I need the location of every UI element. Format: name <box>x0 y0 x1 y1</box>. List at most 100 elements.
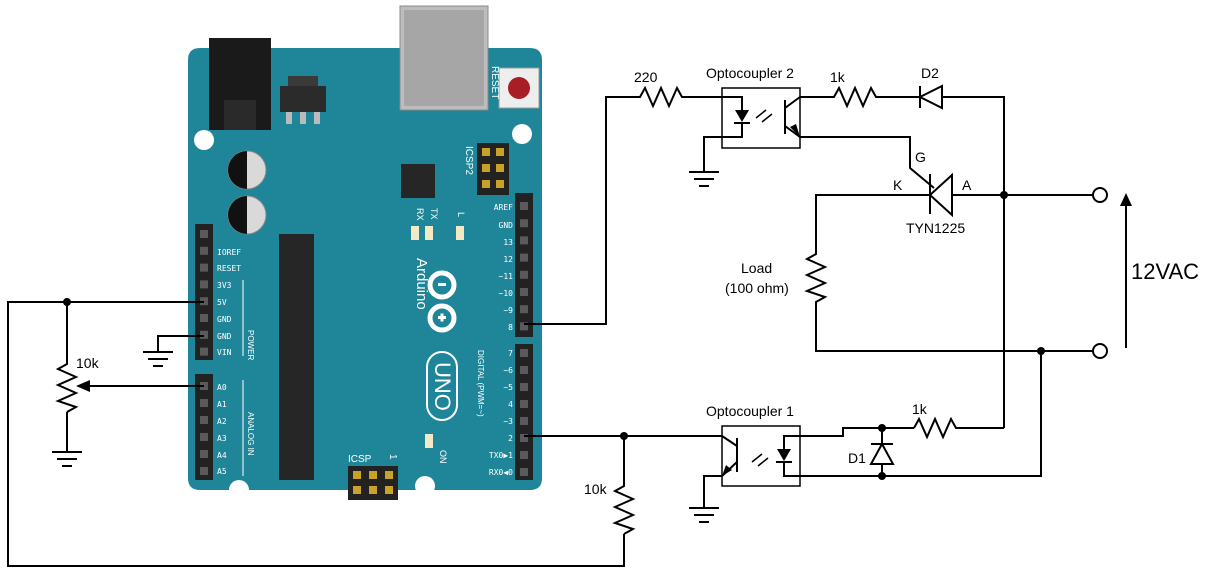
header-pin <box>520 451 528 459</box>
optocoupler-1 <box>721 425 801 487</box>
analog-group-label: ANALOG IN <box>246 412 255 456</box>
digital-header-bottom <box>515 344 533 480</box>
header-pin <box>200 263 208 272</box>
optocoupler-2 <box>721 87 801 149</box>
header-pin <box>520 434 528 442</box>
terminal-bottom <box>1092 343 1108 359</box>
header-pin <box>200 280 208 289</box>
pin-label-4: 4 <box>508 400 513 409</box>
resistor-1k-top <box>800 85 920 109</box>
header-pin <box>520 366 528 374</box>
pin-label-aref: AREF <box>494 203 513 212</box>
pin-label-11: ~11 <box>499 272 514 281</box>
pin-label-rx: RX0◀0 <box>489 468 513 477</box>
wire-opto2-gnd <box>703 136 722 172</box>
voltage-regulator <box>280 86 326 112</box>
rx-led <box>411 226 419 240</box>
resistor-10k-pulldown <box>612 480 636 535</box>
header-pin <box>520 288 528 296</box>
pin-label-3: ~3 <box>503 417 513 426</box>
usb-chip <box>401 164 435 198</box>
potentiometer-10k <box>55 358 90 413</box>
pin-label-a3: A3 <box>217 434 227 443</box>
l-led <box>456 226 464 240</box>
junction-dot <box>1000 191 1008 199</box>
wire-cathode <box>815 194 930 248</box>
pin-label-a5: A5 <box>217 467 227 476</box>
pin-label-5v: 5V <box>217 298 227 307</box>
pin-label-vin: VIN <box>217 348 232 357</box>
arduino-logo <box>427 270 457 333</box>
on-label: ON <box>438 450 448 464</box>
analog-header <box>195 374 213 480</box>
microcontroller-chip <box>279 234 314 480</box>
header-pin <box>520 253 528 262</box>
icsp-pin-label: 1 <box>387 454 398 460</box>
pin-label-ioref: IOREF <box>217 248 241 257</box>
reset-label: RESET <box>489 66 500 99</box>
header-pin <box>200 450 208 458</box>
supply-arrow <box>1120 193 1132 348</box>
header-pin <box>520 236 528 245</box>
resistor-220-label: 220 <box>634 69 658 85</box>
pin-label-gnd: GND <box>217 315 232 324</box>
uno-badge <box>426 351 458 421</box>
on-led <box>425 434 433 448</box>
pin-label-a2: A2 <box>217 417 227 426</box>
triac-label: TYN1225 <box>906 220 965 236</box>
header-pin <box>520 305 528 314</box>
header-pin <box>520 383 528 391</box>
opto1-label: Optocoupler 1 <box>706 403 794 419</box>
header-pin <box>520 202 528 210</box>
capacitor <box>227 150 267 190</box>
supply-label: 12VAC <box>1131 259 1199 284</box>
pot-label: 10k <box>76 355 100 371</box>
header-pin <box>200 433 208 441</box>
resistor-1k-top-label: 1k <box>830 69 846 85</box>
wire-gate <box>800 136 935 189</box>
ground-symbol <box>52 451 82 467</box>
digital-group-label: DIGITAL (PWM=~) <box>476 350 485 417</box>
diode-d2 <box>917 84 1005 428</box>
wire-opto1-led <box>800 427 914 437</box>
d2-label: D2 <box>921 65 939 81</box>
pin-label-gnd: GND <box>217 332 232 341</box>
pin-label-tx: TX0▶1 <box>489 451 513 460</box>
pin-label-3v3: 3V3 <box>217 281 232 290</box>
load-resistor <box>804 248 1092 352</box>
d1-label: D1 <box>848 450 866 466</box>
pin-label-gnd: GND <box>499 221 514 230</box>
tx-label: TX <box>429 208 439 220</box>
load-label: Load <box>741 260 772 276</box>
icsp2-header <box>477 143 509 195</box>
pin-label-reset: RESET <box>217 264 241 273</box>
wire-pin8 <box>524 96 632 325</box>
pin-label-a0: A0 <box>217 383 227 392</box>
wire-opto1-gnd <box>703 475 722 508</box>
l-label: L <box>456 212 466 217</box>
ground-symbol <box>689 507 719 523</box>
header-pin <box>520 400 528 408</box>
uno-label: UNO <box>430 362 455 411</box>
pin-label-9: ~9 <box>503 306 513 315</box>
pin-label-5: ~5 <box>503 383 513 392</box>
icsp-label: ICSP <box>348 454 372 465</box>
ground-symbol <box>689 171 719 187</box>
arduino-board: RESET ICSP2 RX TX L <box>188 5 542 500</box>
header-pin <box>200 230 208 238</box>
header-pin <box>200 416 208 424</box>
anode-label: A <box>962 177 972 193</box>
terminal-top <box>1092 187 1108 203</box>
pin-label-8: 8 <box>508 323 513 332</box>
wires-left <box>7 301 625 567</box>
junction-dot <box>63 298 71 306</box>
load-value: (100 ohm) <box>725 280 789 296</box>
triac-tyn1225 <box>928 172 953 218</box>
gate-label: G <box>915 149 926 165</box>
pin-label-12: 12 <box>503 255 513 264</box>
pin-label-a1: A1 <box>217 400 227 409</box>
capacitor <box>227 195 267 235</box>
pin-label-7: 7 <box>508 349 513 358</box>
pin-label-2: 2 <box>508 434 513 443</box>
